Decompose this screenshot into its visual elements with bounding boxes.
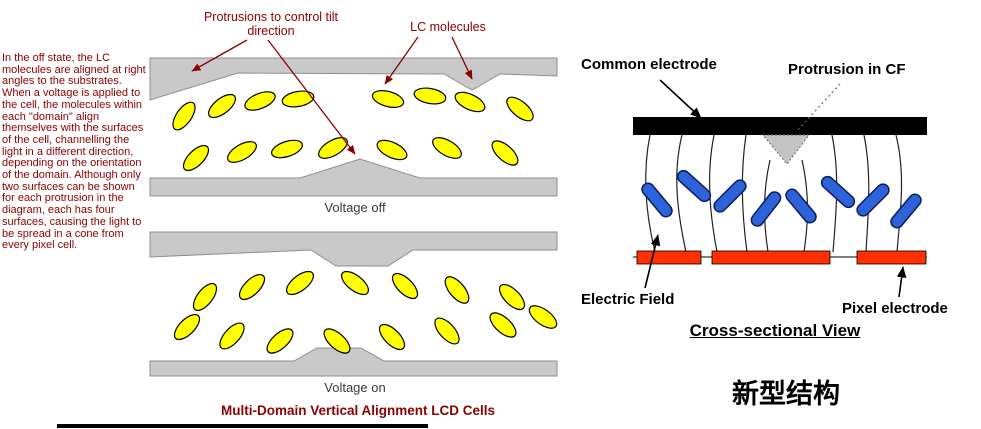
chinese-title: 新型结构 xyxy=(732,379,840,410)
bottom-border-line xyxy=(57,424,428,428)
annotation-arrows xyxy=(191,36,473,155)
electric-field-label: Electric Field xyxy=(581,291,675,308)
protrusions-label: Protrusions to control tilt direction xyxy=(203,10,339,38)
callout-arrows xyxy=(644,79,907,298)
cross-section-caption: Cross-sectional View xyxy=(689,321,861,340)
lc-molecules-voltage-off xyxy=(172,87,534,172)
cf-protrusion-triangle xyxy=(761,134,811,165)
pixel-electrode-label: Pixel electrode xyxy=(842,300,948,317)
voltage-off-top-substrate xyxy=(149,57,558,101)
cf-protrusion-leader-line xyxy=(795,83,841,133)
protrusion-in-cf-label: Protrusion in CF xyxy=(788,61,906,78)
explanatory-text: In the off state, the LC molecules are a… xyxy=(2,52,146,252)
common-electrode-label: Common electrode xyxy=(581,56,717,73)
lc-rods xyxy=(641,169,922,229)
voltage-on-top-substrate xyxy=(149,231,558,267)
common-electrode-bar xyxy=(633,117,927,135)
voltage-on-bottom-substrate xyxy=(149,347,558,377)
voltage-off-label: Voltage off xyxy=(324,200,386,215)
voltage-on-label: Voltage on xyxy=(324,380,386,395)
voltage-off-bottom-substrate xyxy=(149,158,558,197)
mva-caption: Multi-Domain Vertical Alignment LCD Cell… xyxy=(220,403,496,418)
pixel-electrodes xyxy=(636,250,927,265)
lc-molecules-label: LC molecules xyxy=(410,20,486,34)
lc-molecules-voltage-on xyxy=(173,270,558,354)
